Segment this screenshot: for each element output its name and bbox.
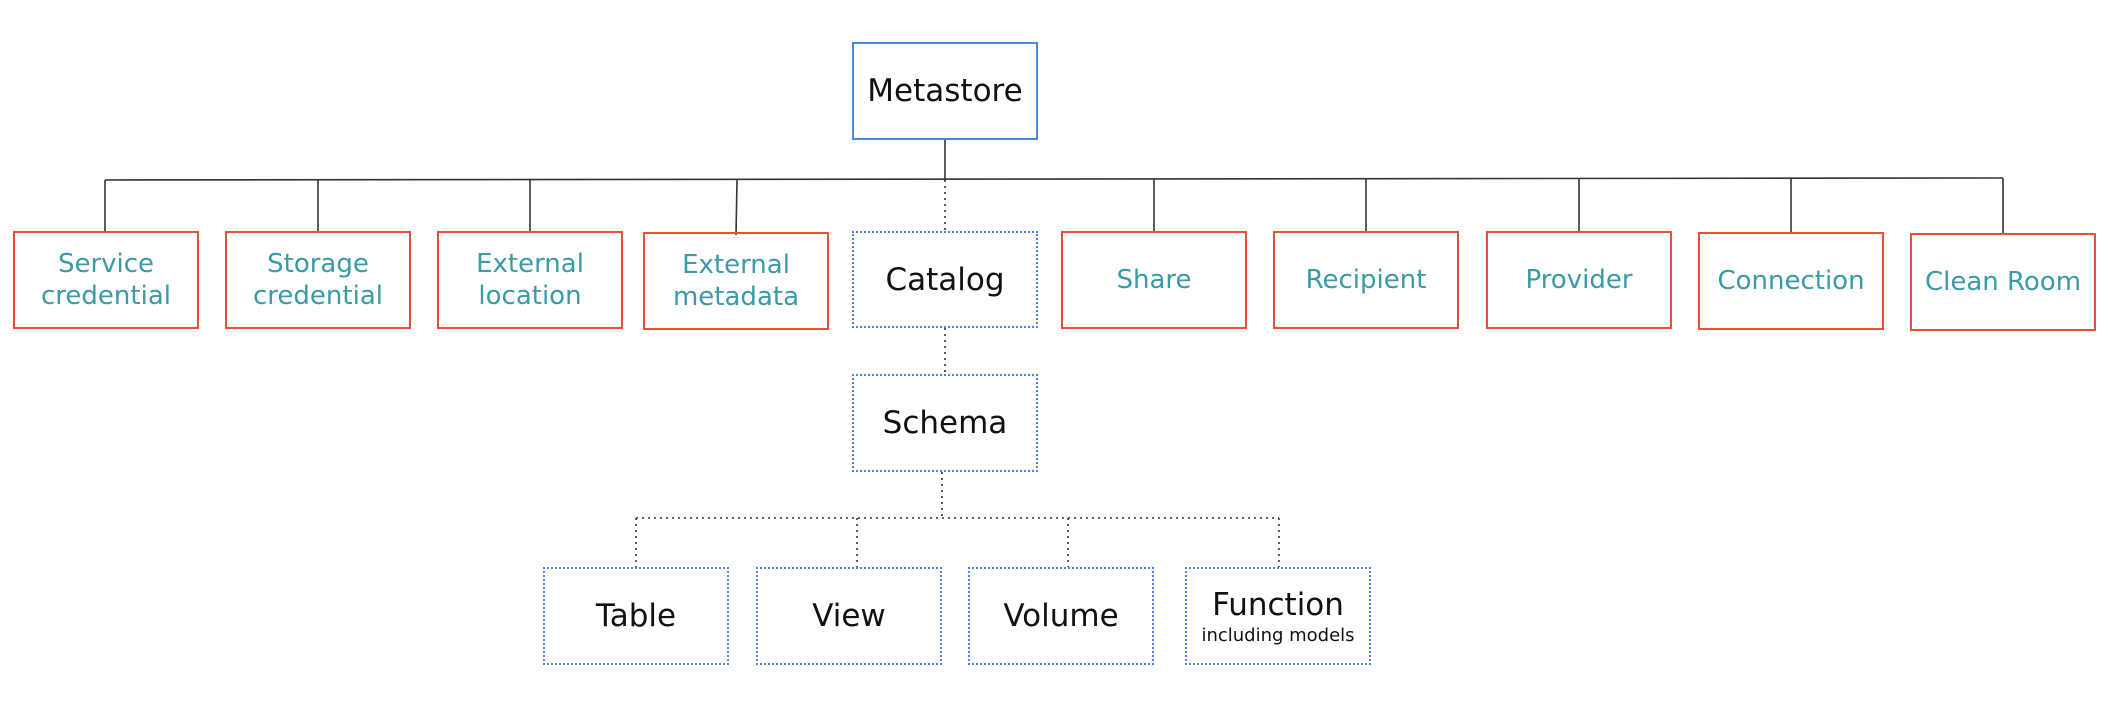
- external-location-node: External location: [437, 231, 623, 329]
- provider-node: Provider: [1486, 231, 1672, 329]
- node-label: Share: [1116, 265, 1192, 295]
- node-label-line2: location: [478, 281, 582, 311]
- node-label: Clean Room: [1924, 267, 2082, 297]
- node-label-line1: External: [682, 250, 790, 280]
- schema-node: Schema: [852, 374, 1038, 472]
- view-label: View: [812, 598, 886, 634]
- volume-label: Volume: [1003, 598, 1119, 634]
- node-label-line2: metadata: [672, 282, 799, 312]
- function-node: Function including models: [1185, 567, 1371, 665]
- metastore-label: Metastore: [867, 73, 1023, 109]
- storage-credential-node: Storage credential: [225, 231, 411, 329]
- securables-bus: [104, 177, 2004, 181]
- node-label: Connection: [1717, 266, 1865, 296]
- function-label: Function: [1212, 586, 1344, 623]
- recipient-node: Recipient: [1273, 231, 1459, 329]
- volume-node: Volume: [968, 567, 1154, 665]
- connection-node: Connection: [1698, 232, 1884, 330]
- schema-label: Schema: [882, 405, 1008, 441]
- node-label-line2: credential: [253, 281, 383, 311]
- node-label-line2: credential: [41, 281, 171, 311]
- catalog-node: Catalog: [852, 231, 1038, 328]
- catalog-label: Catalog: [885, 261, 1005, 298]
- table-label: Table: [595, 598, 677, 634]
- clean-room-node: Clean Room: [1910, 233, 2096, 331]
- service-credential-node: Service credential: [13, 231, 199, 329]
- metastore-node: Metastore: [852, 42, 1038, 140]
- table-node: Table: [543, 567, 729, 665]
- function-sublabel: including models: [1201, 624, 1355, 646]
- drop-external-metadata: [735, 179, 738, 236]
- node-label: Recipient: [1305, 265, 1427, 295]
- node-label: Provider: [1525, 265, 1633, 295]
- node-label-line1: Service: [57, 249, 155, 279]
- share-node: Share: [1061, 231, 1247, 329]
- node-label-line1: Storage: [267, 249, 369, 279]
- external-metadata-node: External metadata: [643, 232, 829, 330]
- view-node: View: [756, 567, 942, 665]
- node-label-line1: External: [476, 249, 584, 279]
